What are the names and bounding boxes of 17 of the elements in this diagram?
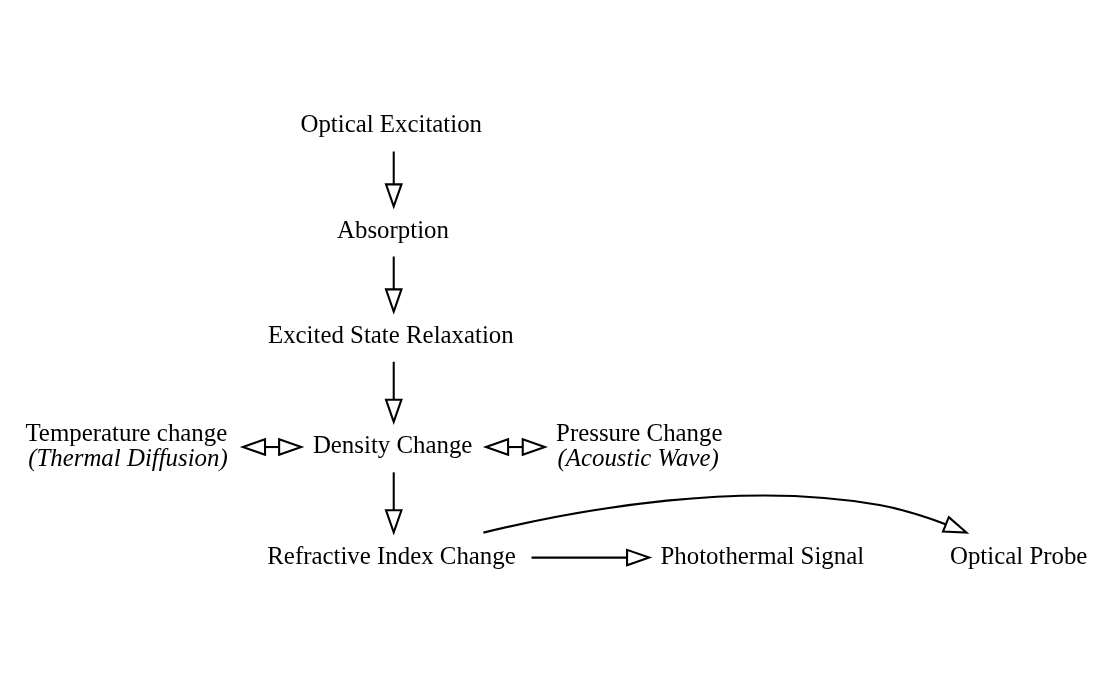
arrow — [384, 361, 403, 425]
arrow — [482, 437, 548, 456]
arrow — [531, 547, 653, 567]
node-text: Refractive Index Change — [267, 541, 516, 569]
arrow — [384, 256, 403, 315]
arrow — [483, 494, 970, 534]
node-text: Pressure Change — [556, 418, 723, 446]
node-text: Optical Excitation — [300, 109, 483, 137]
node-text: Absorption — [337, 215, 449, 243]
node-text: Optical Probe — [949, 541, 1088, 569]
node-text: Excited State Relaxation — [267, 320, 514, 348]
arrow — [384, 151, 403, 210]
arrow — [239, 437, 305, 456]
node-text: Density Change — [312, 430, 473, 458]
node-text: Temperature change — [25, 418, 228, 446]
node-text: Photothermal Signal — [660, 541, 865, 569]
arrow — [384, 471, 403, 535]
